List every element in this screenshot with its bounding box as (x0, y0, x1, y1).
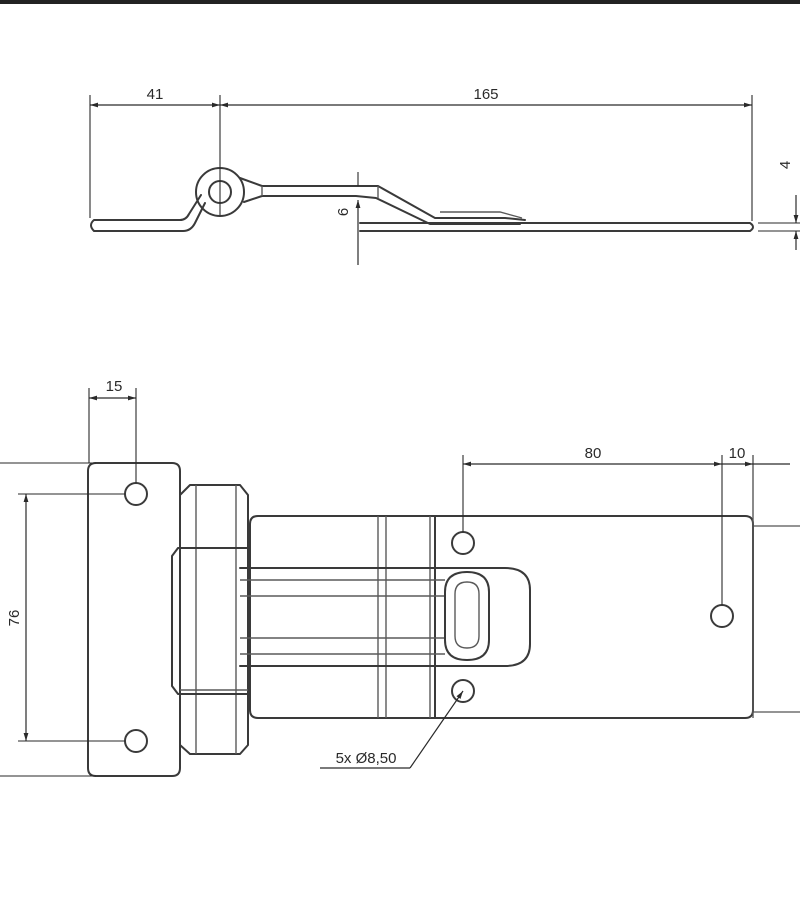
hole-callout-leader (409, 690, 464, 769)
dim-label-80: 80 (585, 445, 602, 462)
dim-label-165: 165 (473, 86, 498, 103)
top-latch-body (249, 515, 436, 719)
side-latch-arm (239, 177, 526, 225)
hole-base-bottom (124, 729, 148, 753)
dim-label-15: 15 (106, 378, 123, 395)
top-base-plate (87, 462, 181, 777)
side-base-plate (90, 194, 206, 232)
dim-label-10: 10 (729, 445, 746, 462)
top-lever-slot-upper (240, 579, 445, 655)
side-view-dimensions: 41 165 6 4 (89, 86, 800, 265)
top-keeper-plate (434, 515, 754, 719)
dim-label-41: 41 (147, 86, 164, 103)
hole-keeper-top (451, 531, 475, 555)
dim-label-6: 6 (335, 208, 352, 216)
dim-label-4: 4 (777, 161, 794, 169)
hole-base-top (124, 482, 148, 506)
top-hinge-knuckle-detail (180, 485, 248, 754)
side-latch-arm-detail (261, 186, 523, 219)
hole-keeper-center (710, 604, 734, 628)
dim-label-76: 76 (6, 610, 23, 627)
top-lever-hook-inner (454, 581, 480, 649)
top-view (0, 462, 800, 777)
top-lever-grip (239, 567, 531, 667)
top-hinge-knuckle (179, 484, 249, 755)
top-hinge-pin-block (171, 547, 249, 695)
hole-callout-label: 5x Ø8,50 (336, 750, 397, 767)
side-view (90, 167, 754, 232)
side-keeper-plate (359, 222, 754, 232)
top-view-dimensions: 15 76 80 10 5x Ø8,50 (6, 378, 790, 769)
top-latch-body-ribs (377, 516, 431, 718)
top-lever-hook (444, 571, 490, 661)
